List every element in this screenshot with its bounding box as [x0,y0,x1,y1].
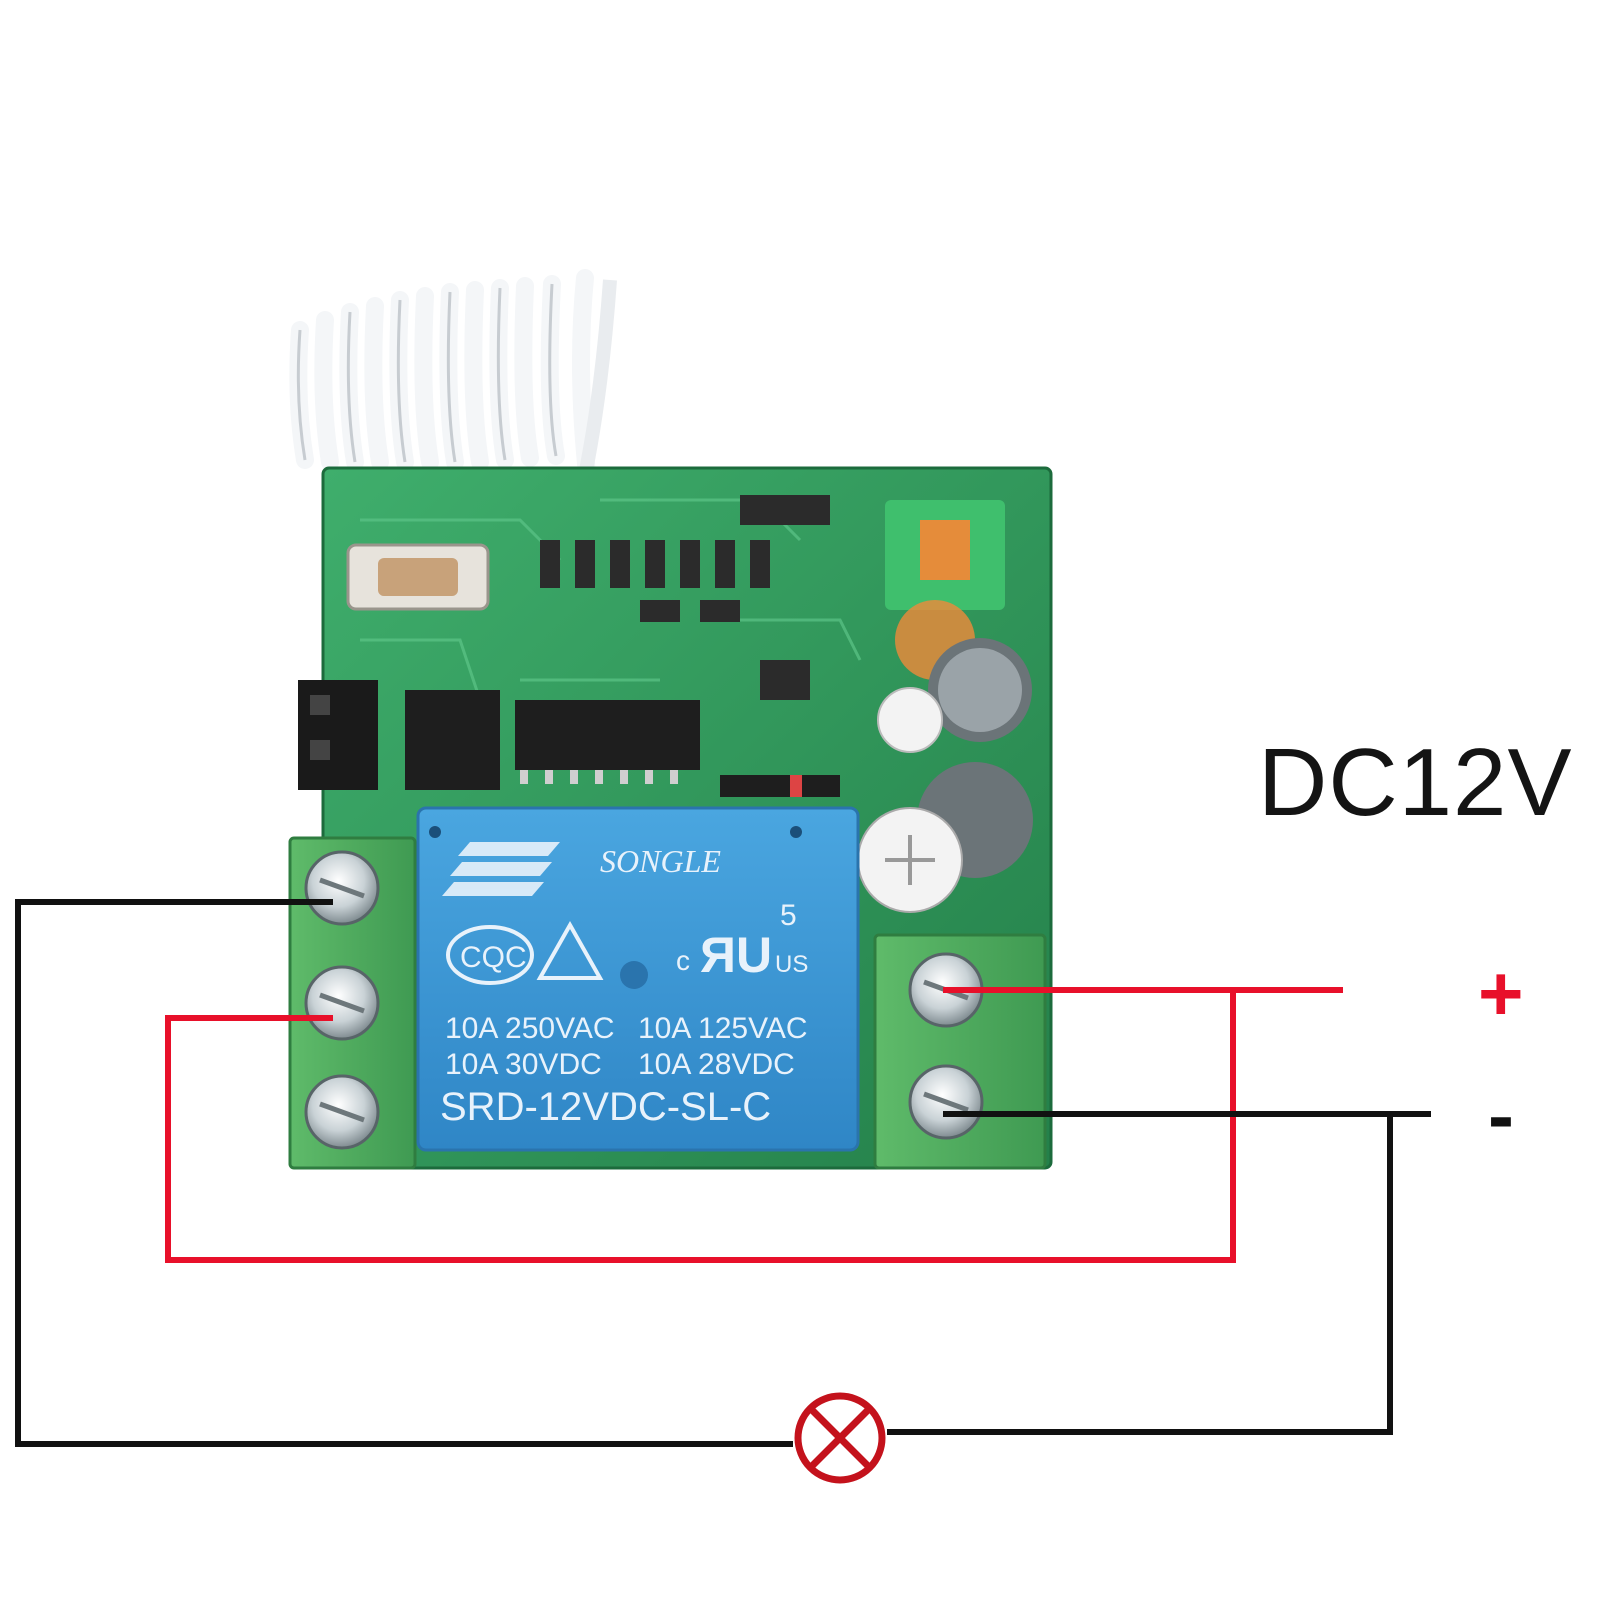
relay-module: SONGLE 5 CQC c ЯU US 10A 250VAC 10A 125V… [416,806,860,1152]
negative-wire [15,899,1431,1447]
relay-cert-us: US [775,951,808,978]
relay-rating-ac-2: 10A 125VAC [638,1012,808,1045]
screw-terminal-com[interactable] [304,850,380,926]
screw-terminal-nc[interactable] [304,1074,380,1150]
relay-cert-c: c [676,945,690,976]
relay-model: SRD-12VDC-SL-C [440,1085,771,1129]
negative-terminal-label: - [1488,1071,1514,1159]
relay-cert-ccc: CQC [460,941,527,974]
lamp-x-symbol-icon [794,1392,886,1484]
relay-coil-number: 5 [780,899,797,932]
relay-brand: SONGLE [600,843,721,879]
relay-rating-dc-2: 10A 28VDC [638,1048,795,1081]
screw-terminal-no[interactable] [304,965,380,1041]
screw-terminal-power-negative[interactable] [908,1064,984,1140]
relay-rating-ac-1: 10A 250VAC [445,1012,615,1045]
antenna-coil [289,269,617,522]
voltage-label: DC12V [1258,729,1573,836]
terminal-block-power [873,933,1047,1170]
positive-wire [165,987,1343,1263]
terminal-block-output [288,836,417,1170]
relay-rating-dc-1: 10A 30VDC [445,1048,602,1081]
positive-terminal-label: + [1478,949,1524,1037]
relay-cert-ur: ЯU [700,927,772,983]
